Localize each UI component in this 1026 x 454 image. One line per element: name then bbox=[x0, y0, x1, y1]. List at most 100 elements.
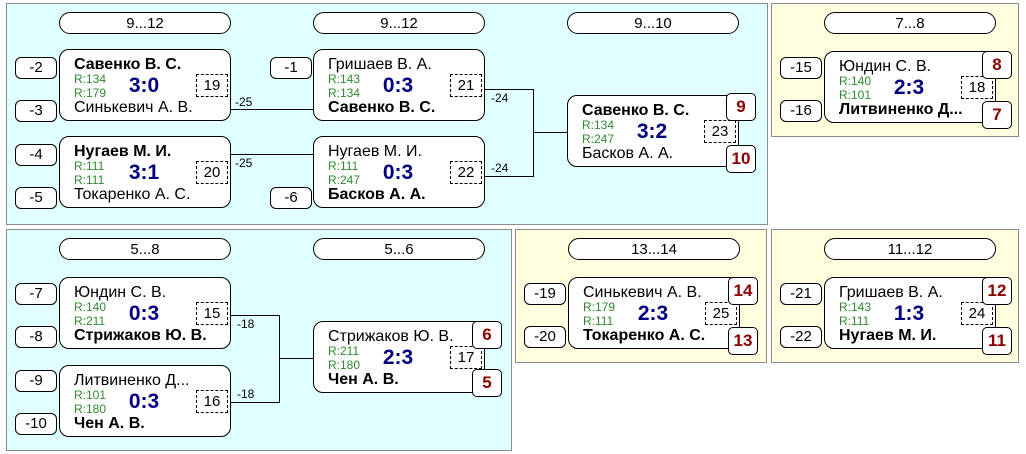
bracket-line bbox=[533, 89, 534, 177]
seed-box: -9 bbox=[15, 370, 57, 392]
rating-top: R:111 bbox=[74, 159, 105, 173]
panel-9-12: 9...12 9...12 9...10 -2 -3 -4 -5 -1 -6 -… bbox=[6, 3, 768, 225]
seed-box: -8 bbox=[15, 326, 57, 348]
round-header: 13...14 bbox=[568, 238, 740, 260]
match-score: 0:3 bbox=[128, 302, 160, 325]
rating-top: R:140 bbox=[74, 300, 107, 314]
game-number: 22 bbox=[450, 161, 482, 184]
loser-label: -25 bbox=[235, 95, 253, 109]
player-top: Юндин С. В. bbox=[839, 58, 932, 75]
player-bottom: Чен А. В. bbox=[74, 415, 145, 432]
rating-top: R:143 bbox=[839, 300, 872, 314]
place-badge: 10 bbox=[726, 145, 756, 173]
rating-bottom: R:179 bbox=[74, 86, 107, 100]
player-top: Савенко В. С. bbox=[582, 102, 690, 119]
match-score: 3:0 bbox=[128, 74, 160, 97]
match-score: 0:3 bbox=[382, 161, 414, 184]
game-number: 20 bbox=[196, 161, 228, 184]
rating-bottom: R:111 bbox=[583, 314, 614, 328]
player-top: Нугаев М. И. bbox=[328, 143, 422, 160]
round-header: 5...8 bbox=[59, 238, 231, 260]
player-bottom: Басков А. А. bbox=[582, 145, 674, 162]
game-number: 24 bbox=[961, 302, 993, 325]
match-card[interactable]: Юндин С. В. R:140 R:101 2:3 18 Литвиненк… bbox=[824, 51, 996, 123]
round-header: 9...12 bbox=[313, 12, 485, 34]
rating-bottom: R:247 bbox=[582, 132, 615, 146]
round-header: 9...10 bbox=[567, 12, 739, 34]
player-bottom: Савенко В. С. bbox=[328, 99, 436, 116]
match-card[interactable]: Гришаев В. А. R:143 R:134 0:3 21 Савенко… bbox=[313, 49, 485, 121]
rating-top: R:211 bbox=[328, 344, 360, 358]
place-badge: 8 bbox=[982, 51, 1012, 79]
panel-5-8: 5...8 5...6 -7 -8 -9 -10 -18 -18 Юндин С… bbox=[6, 229, 512, 451]
place-badge: 14 bbox=[728, 277, 758, 305]
match-card[interactable]: Савенко В. С. R:134 R:179 3:0 19 Синькев… bbox=[59, 49, 231, 121]
match-score: 3:2 bbox=[636, 120, 668, 143]
loser-label: -24 bbox=[491, 91, 509, 105]
match-card[interactable]: Гришаев В. А. R:143 R:111 1:3 24 Нугаев … bbox=[824, 277, 996, 349]
loser-label: -18 bbox=[237, 387, 255, 401]
player-top: Стрижаков Ю. В. bbox=[328, 328, 454, 345]
bracket-line bbox=[231, 109, 313, 110]
place-badge: 9 bbox=[726, 93, 756, 121]
seed-box: -19 bbox=[524, 283, 566, 305]
game-number: 17 bbox=[450, 346, 482, 369]
player-bottom: Чен А. В. bbox=[328, 371, 399, 388]
seed-box: -10 bbox=[15, 413, 57, 435]
panel-7-8: 7...8 -15 -16 Юндин С. В. R:140 R:101 2:… bbox=[771, 3, 1019, 137]
seed-box: -16 bbox=[780, 100, 822, 122]
bracket-line bbox=[485, 176, 533, 177]
rating-top: R:143 bbox=[328, 72, 361, 86]
rating-bottom: R:101 bbox=[839, 88, 872, 102]
bracket-line bbox=[279, 315, 280, 403]
rating-top: R:101 bbox=[74, 388, 107, 402]
match-card[interactable]: Стрижаков Ю. В. R:211 R:180 2:3 17 Чен А… bbox=[313, 321, 485, 393]
seed-box: -22 bbox=[780, 326, 822, 348]
player-bottom: Стрижаков Ю. В. bbox=[74, 327, 207, 344]
match-card[interactable]: Литвиненко Д... R:101 R:180 0:3 16 Чен А… bbox=[59, 365, 231, 437]
round-header: 7...8 bbox=[824, 12, 996, 34]
seed-box: -15 bbox=[780, 57, 822, 79]
seed-box: -1 bbox=[270, 57, 312, 79]
rating-top: R:111 bbox=[328, 159, 359, 173]
seed-box: -7 bbox=[15, 283, 57, 305]
place-badge: 7 bbox=[982, 101, 1012, 129]
panel-11-12: 11...12 -21 -22 Гришаев В. А. R:143 R:11… bbox=[771, 229, 1019, 363]
match-score: 1:3 bbox=[893, 302, 925, 325]
rating-top: R:134 bbox=[582, 118, 615, 132]
match-card[interactable]: Савенко В. С. R:134 R:247 3:2 23 Басков … bbox=[567, 95, 739, 167]
seed-box: -4 bbox=[15, 144, 57, 166]
place-badge: 11 bbox=[982, 327, 1012, 355]
player-top: Гришаев В. А. bbox=[328, 56, 432, 73]
match-card[interactable]: Нугаев М. И. R:111 R:111 3:1 20 Токаренк… bbox=[59, 136, 231, 208]
game-number: 23 bbox=[704, 120, 736, 143]
player-bottom: Токаренко А. С. bbox=[74, 186, 191, 203]
game-number: 25 bbox=[705, 302, 737, 325]
bracket-line bbox=[231, 154, 313, 155]
player-top: Нугаев М. И. bbox=[74, 143, 172, 160]
game-number: 19 bbox=[196, 74, 228, 97]
rating-bottom: R:211 bbox=[74, 314, 106, 328]
match-card[interactable]: Юндин С. В. R:140 R:211 0:3 15 Стрижаков… bbox=[59, 277, 231, 349]
place-badge: 13 bbox=[728, 327, 758, 355]
rating-bottom: R:111 bbox=[74, 173, 105, 187]
loser-label: -24 bbox=[491, 161, 509, 175]
match-score: 0:3 bbox=[128, 390, 160, 413]
match-score: 0:3 bbox=[382, 74, 414, 97]
match-card[interactable]: Синькевич А. В. R:179 R:111 2:3 25 Токар… bbox=[568, 277, 740, 349]
seed-box: -3 bbox=[15, 100, 57, 122]
seed-box: -6 bbox=[270, 187, 312, 209]
place-badge: 5 bbox=[472, 369, 502, 397]
rating-top: R:134 bbox=[74, 72, 107, 86]
player-top: Савенко В. С. bbox=[74, 56, 182, 73]
match-card[interactable]: Нугаев М. И. R:111 R:247 0:3 22 Басков А… bbox=[313, 136, 485, 208]
match-score: 2:3 bbox=[893, 76, 925, 99]
bracket-line bbox=[231, 402, 279, 403]
rating-bottom: R:134 bbox=[328, 86, 361, 100]
panel-13-14: 13...14 -19 -20 Синькевич А. В. R:179 R:… bbox=[515, 229, 767, 363]
player-top: Синькевич А. В. bbox=[583, 284, 702, 301]
round-header: 5...6 bbox=[313, 238, 485, 260]
bracket-line bbox=[279, 358, 313, 359]
rating-bottom: R:111 bbox=[839, 314, 870, 328]
rating-bottom: R:180 bbox=[74, 402, 107, 416]
